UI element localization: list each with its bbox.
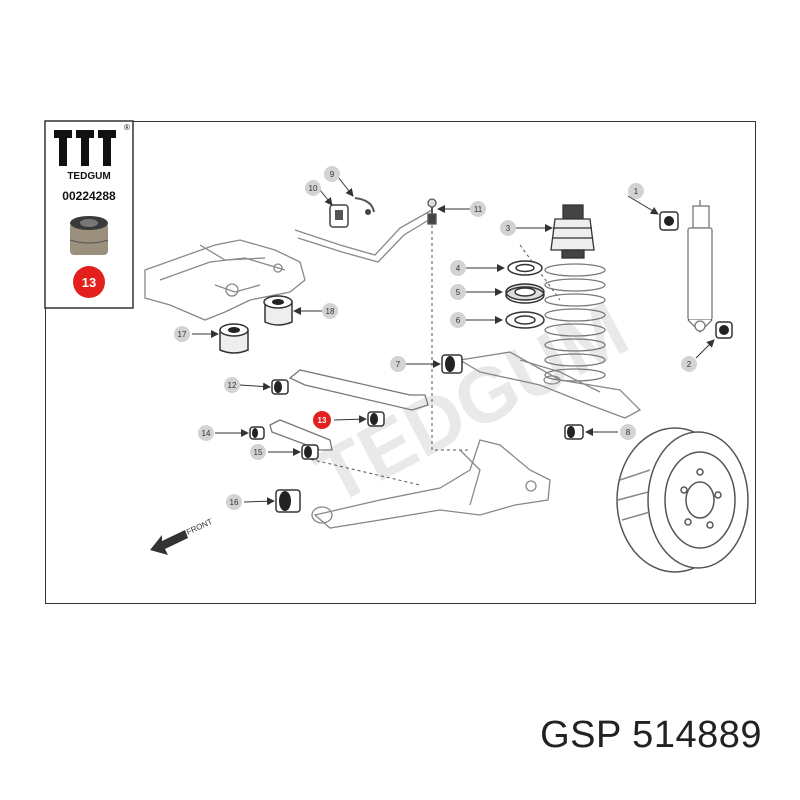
top-mount bbox=[550, 204, 595, 259]
callout-2-number: 2 bbox=[687, 360, 692, 369]
legend-box: ® TEDGUM 00224288 13 bbox=[44, 120, 134, 309]
callout-12: 12 bbox=[224, 377, 240, 393]
highlight-badge-number: 13 bbox=[82, 275, 96, 290]
callout-14-number: 14 bbox=[202, 429, 211, 438]
callout-3-number: 3 bbox=[506, 224, 511, 233]
bushing-14 bbox=[249, 426, 265, 440]
lower-link-arm bbox=[269, 419, 333, 451]
highlight-badge bbox=[73, 266, 105, 298]
callout-1-number: 1 bbox=[634, 187, 639, 196]
callout-11-number: 11 bbox=[474, 205, 483, 214]
callout-6: 6 bbox=[450, 312, 466, 328]
callout-leaders bbox=[192, 176, 715, 506]
bushing-12 bbox=[271, 379, 289, 395]
bushing-8 bbox=[564, 424, 584, 440]
callout-14: 14 bbox=[198, 425, 214, 441]
bushing-2 bbox=[715, 321, 733, 339]
callout-18-number: 18 bbox=[326, 307, 335, 316]
registered-mark: ® bbox=[124, 123, 130, 132]
callout-17-number: 17 bbox=[178, 330, 187, 339]
strut-bearing bbox=[505, 283, 545, 304]
callout-16-number: 16 bbox=[230, 498, 239, 507]
callout-10: 10 bbox=[305, 180, 321, 196]
brake-drum bbox=[616, 427, 749, 573]
bushing-13 bbox=[367, 411, 385, 427]
bushing-7 bbox=[441, 354, 463, 374]
callout-15-number: 15 bbox=[254, 448, 263, 457]
callout-6-number: 6 bbox=[456, 316, 461, 325]
callout-4: 4 bbox=[450, 260, 466, 276]
tedgum-logo-icon bbox=[54, 130, 116, 166]
bushing-16 bbox=[275, 489, 301, 513]
bushing-1 bbox=[659, 211, 679, 231]
front-arrow-icon bbox=[150, 530, 188, 555]
guide-lines bbox=[304, 225, 561, 486]
callout-17: 17 bbox=[174, 326, 190, 342]
trailing-beam bbox=[311, 439, 551, 529]
callout-2: 2 bbox=[681, 356, 697, 372]
spring-seat bbox=[507, 260, 543, 276]
bushings bbox=[219, 211, 733, 513]
callout-18: 18 bbox=[322, 303, 338, 319]
callout-10-number: 10 bbox=[309, 184, 318, 193]
part-code: 00224288 bbox=[62, 189, 116, 203]
spring-insulator bbox=[505, 311, 545, 329]
stabilizer-link bbox=[427, 198, 437, 225]
brand-name: TEDGUM bbox=[67, 171, 110, 182]
front-label: FRONT bbox=[185, 517, 214, 537]
callout-12-number: 12 bbox=[228, 381, 237, 390]
callout-13: 13 bbox=[313, 411, 331, 429]
callout-11: 11 bbox=[470, 201, 486, 217]
bushing-thumbnail-icon bbox=[69, 216, 109, 255]
shock-absorber bbox=[687, 200, 713, 333]
callout-4-number: 4 bbox=[456, 264, 461, 273]
callout-bubbles: 1 2 3 4 5 6 7 8 9 10 11 12 13 14 15 16 1… bbox=[174, 166, 697, 510]
coil-spring bbox=[544, 263, 606, 382]
callout-15: 15 bbox=[250, 444, 266, 460]
callout-8-number: 8 bbox=[626, 428, 631, 437]
footer-part-label: GSP 514889 bbox=[540, 714, 762, 756]
callout-7-number: 7 bbox=[396, 360, 401, 369]
stabilizer-bar bbox=[294, 209, 433, 263]
subframe bbox=[144, 239, 306, 321]
callout-8: 8 bbox=[620, 424, 636, 440]
callout-3: 3 bbox=[500, 220, 516, 236]
callout-5: 5 bbox=[450, 284, 466, 300]
callout-13-number: 13 bbox=[318, 416, 327, 425]
lower-control-arm bbox=[458, 351, 642, 419]
callout-1: 1 bbox=[628, 183, 644, 199]
callout-7: 7 bbox=[390, 356, 406, 372]
bushing-17 bbox=[219, 323, 249, 354]
bushing-18 bbox=[263, 295, 293, 326]
bushing-15 bbox=[301, 444, 319, 460]
upper-link-arm bbox=[288, 369, 429, 411]
stabilizer-bushing bbox=[329, 197, 375, 228]
callout-9-number: 9 bbox=[330, 170, 335, 179]
callout-16: 16 bbox=[226, 494, 242, 510]
callout-9: 9 bbox=[324, 166, 340, 182]
callout-5-number: 5 bbox=[456, 288, 461, 297]
